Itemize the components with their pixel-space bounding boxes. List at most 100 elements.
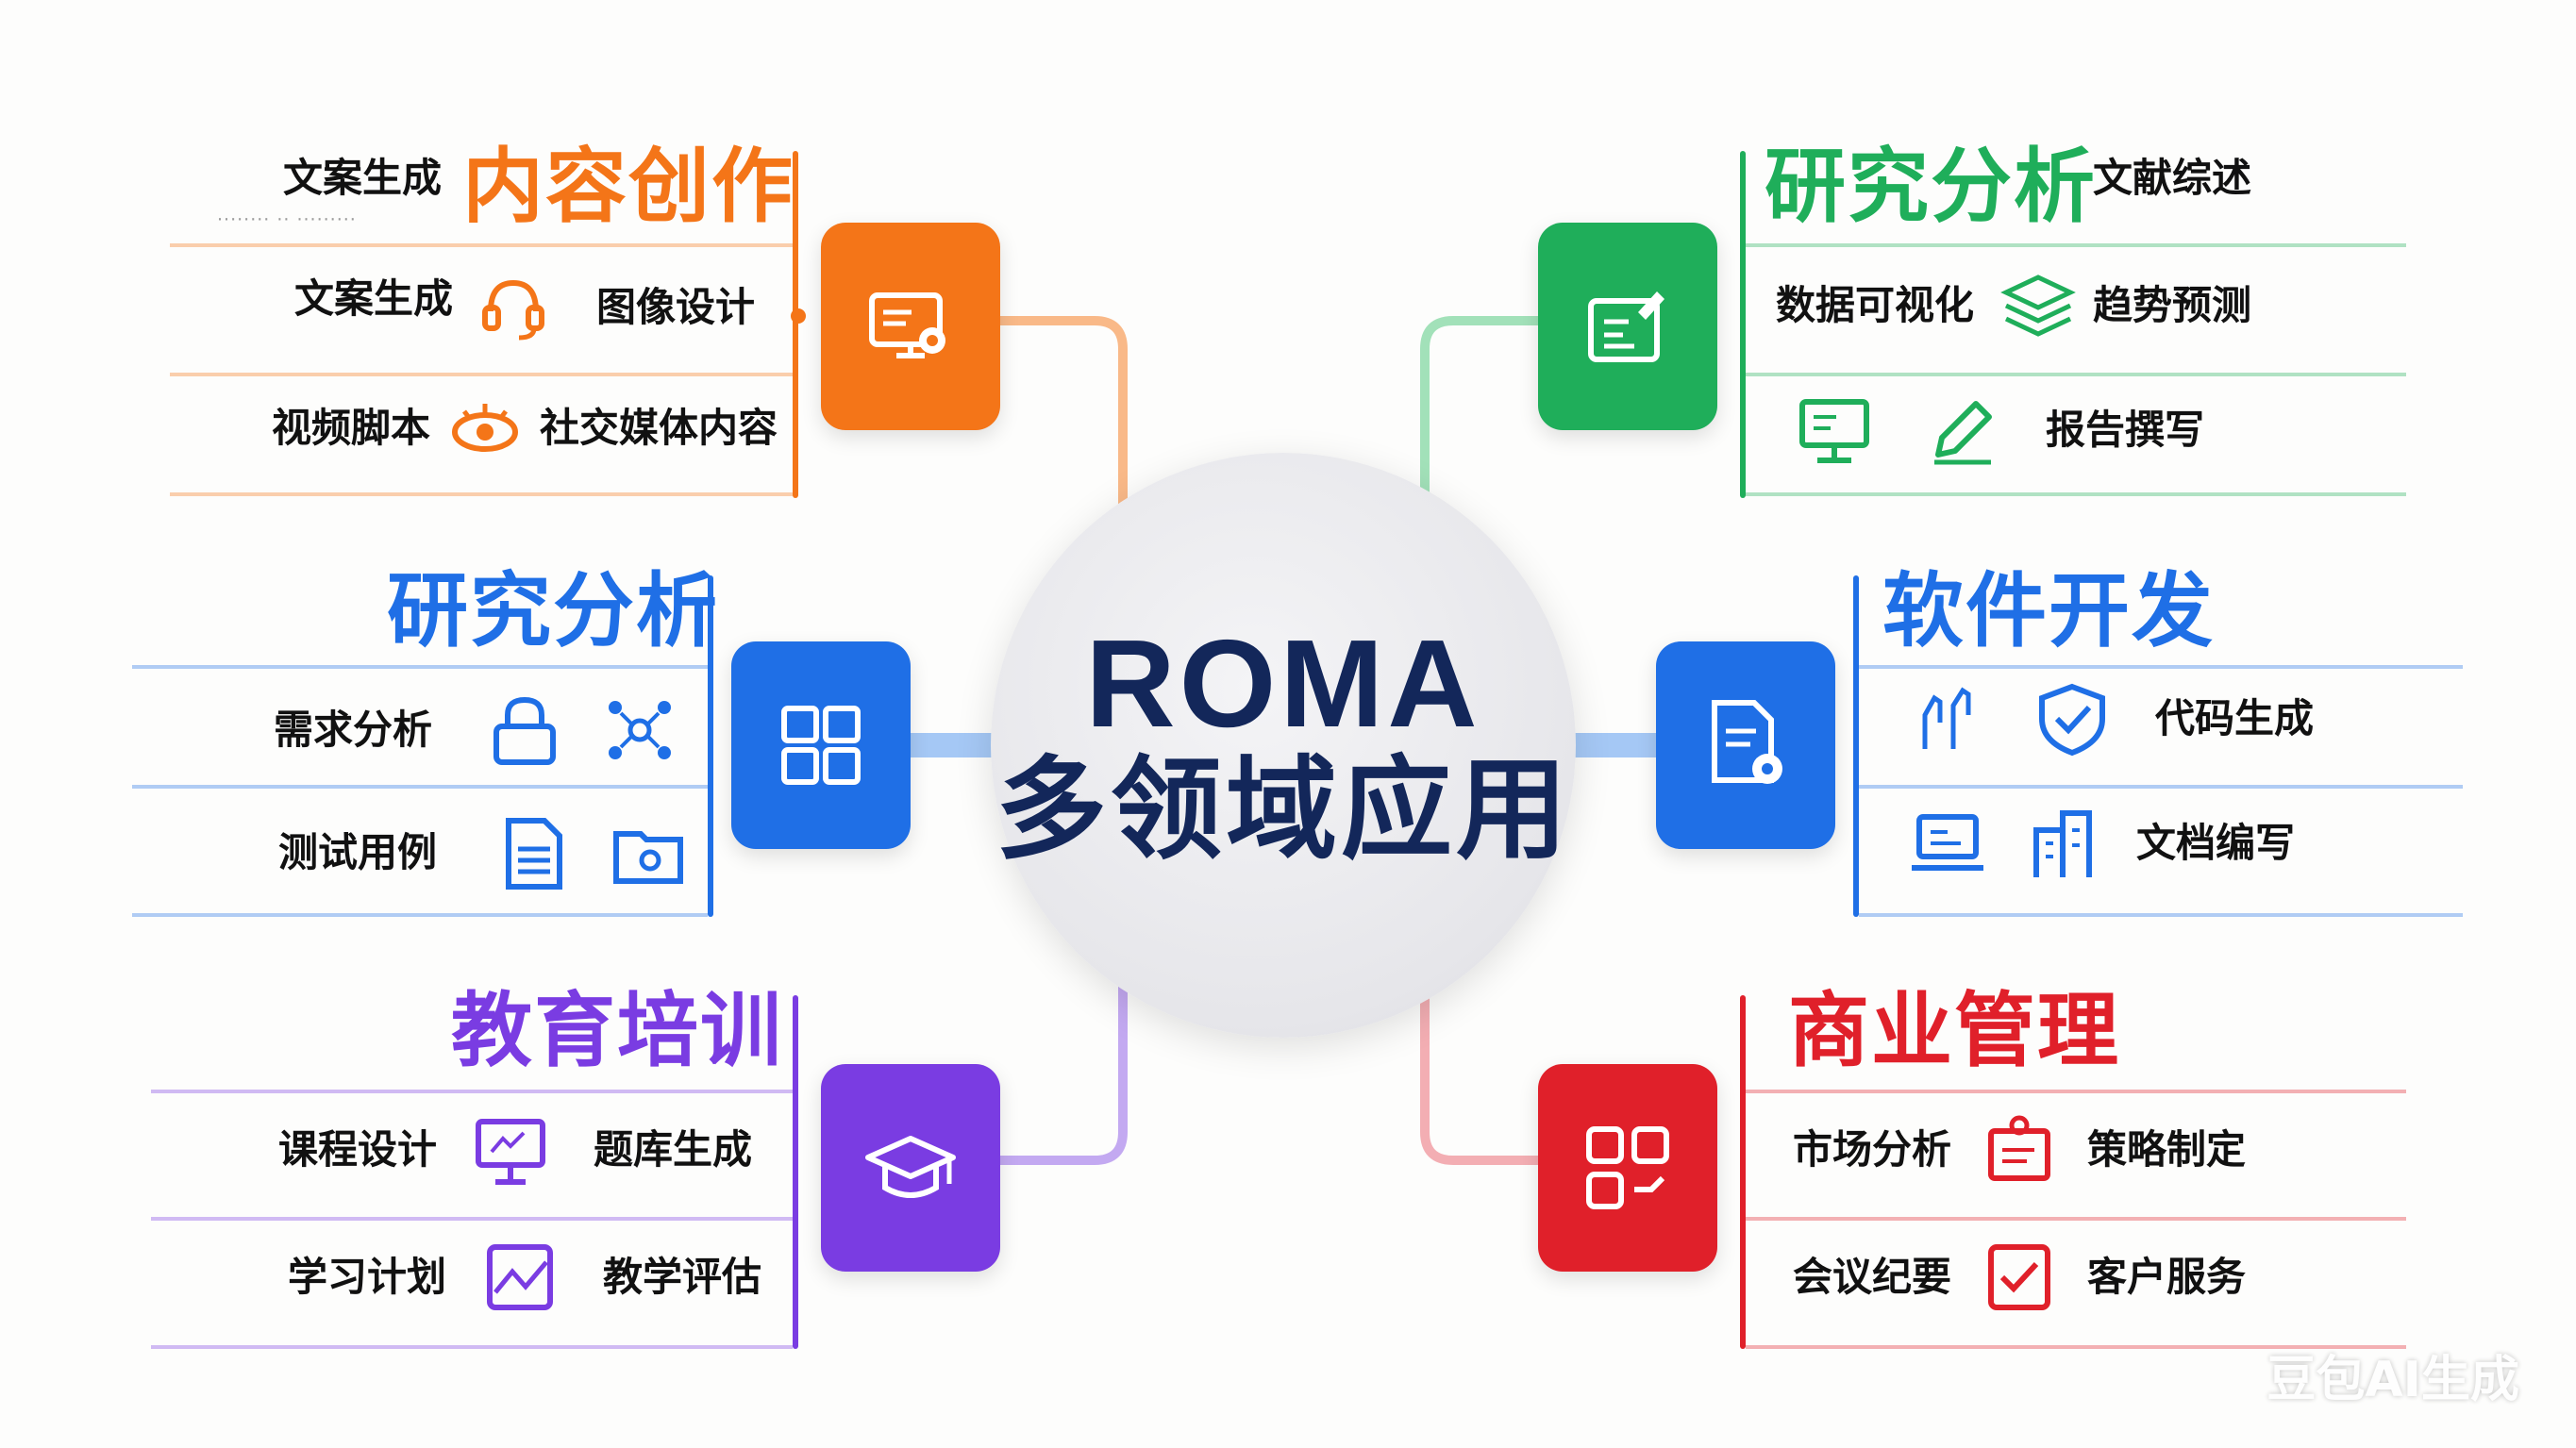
checklist-icon [1988,1244,2051,1310]
item-literature-review[interactable]: 文献综述 [2093,158,2251,198]
hub-software-development: 软件开发 代码生成 文档编写 [0,0,2463,917]
shield-check-icon [2039,683,2105,757]
hub-title: 教育培训 [451,984,783,1078]
bracket-line [1740,151,1746,498]
item-label: 数据可视化 [1776,282,1975,328]
item-label: 客户服务 [2087,1254,2247,1300]
item-meeting-minutes[interactable]: 会议纪要 客户服务 [1793,1236,2246,1319]
item-report-writing[interactable]: 报告撰写 [1793,389,2204,472]
monitor-icon [1799,399,1869,463]
row-divider [132,785,708,789]
hub-education-training: 教育培训 课程设计 题库生成 学习计划 教学评估 [0,0,1047,1349]
row-divider [1859,785,2463,789]
item-label: 会议纪要 [1793,1254,1952,1300]
layers-icon [2000,275,2076,337]
item-label: 图像设计 [596,284,756,330]
item-documentation[interactable]: 文档编写 [1906,802,2295,885]
education-training-tile[interactable] [821,1064,1000,1272]
row-divider [170,492,793,496]
bracket-line [793,151,798,498]
row-divider [1746,1090,2406,1093]
content-creation-tile[interactable] [821,223,1000,430]
item-copywriting-2[interactable]: 文案生成 [294,279,453,319]
hub-content-creation: 内容创作 文案生成 文案生成 图像设计 视频脚本 社交媒体内容 ········… [0,0,1047,498]
headset-icon [482,279,544,341]
research-analysis-left-tile[interactable] [731,641,911,849]
item-test-cases[interactable]: 测试用例 [278,811,690,894]
eye-icon [452,404,519,452]
hub-research-analysis-right: 研究分析 文献综述 数据可视化 趋势预测 报告撰写 [0,0,2406,498]
hub-title: 研究分析 [387,564,719,658]
row-divider [1746,1217,2406,1221]
monitor-settings-icon [869,292,945,358]
chart-card-icon [487,1244,554,1310]
document-gear-icon [1712,700,1782,784]
item-requirements-analysis[interactable]: 需求分析 [274,689,681,772]
hands-icon [1922,687,1971,749]
caption-text: ········ ·· ········· [217,209,357,230]
network-icon [609,701,672,759]
pencil-icon [1934,401,1992,465]
item-label: 需求分析 [274,707,433,753]
building-icon [2033,810,2092,877]
graduation-cap-icon [865,1136,956,1198]
item-label: 社交媒体内容 [540,405,778,451]
item-video-script[interactable]: 视频脚本 社交媒体内容 [272,387,778,470]
item-study-plan[interactable]: 学习计划 教学评估 [288,1236,761,1319]
document-icon [506,818,563,890]
hub-research-analysis-left: 研究分析 需求分析 测试用例 [0,0,1047,917]
center-title: ROMA [1085,613,1481,753]
item-copywriting[interactable]: 文案生成 [283,158,442,198]
report-person-icon [1988,1115,2051,1181]
item-label: 文档编写 [2136,820,2296,866]
bracket-line [793,995,798,1349]
edit-document-icon [1588,291,1664,362]
row-divider [151,1345,793,1349]
item-label: 学习计划 [288,1254,447,1300]
item-label: 趋势预测 [2093,282,2252,328]
hub-title: 研究分析 [1765,140,2097,234]
item-label: 教学评估 [603,1254,762,1300]
item-label: 视频脚本 [272,405,431,451]
row-divider [1859,665,2463,669]
hub-business-management: 商业管理 市场分析 策略制定 会议纪要 客户服务 [0,0,2406,1349]
watermark: 豆包AI生成 [2267,1352,2519,1408]
item-label: 报告撰写 [2046,407,2205,453]
software-development-tile[interactable] [1656,641,1835,849]
item-image-design[interactable]: 图像设计 [472,266,755,349]
research-analysis-right-tile[interactable] [1538,223,1717,430]
item-label: 测试用例 [278,829,438,875]
item-code-generation[interactable]: 代码生成 [1906,677,2314,760]
row-divider [1746,243,2406,247]
folder-icon [613,831,684,884]
connector-dot [791,308,806,324]
business-management-tile[interactable] [1538,1064,1717,1272]
item-label: 市场分析 [1793,1126,1952,1173]
row-divider [151,1217,793,1221]
row-divider [1746,373,2406,376]
item-label: 课程设计 [278,1126,438,1173]
item-data-visualization[interactable]: 数据可视化 趋势预测 [1776,264,2251,347]
item-label: 策略制定 [2087,1126,2247,1173]
item-label: 文案生成 [283,155,443,201]
lock-icon [493,696,557,765]
workflow-icon [1586,1126,1669,1209]
item-label: 文献综述 [2093,155,2252,201]
item-course-design[interactable]: 课程设计 题库生成 [278,1108,752,1191]
row-divider [1859,913,2463,917]
row-divider [151,1090,793,1093]
grid-icon [781,706,861,785]
row-divider [1746,492,2406,496]
laptop-icon [1912,814,1983,871]
row-divider [170,373,793,376]
row-divider [132,913,708,917]
row-divider [132,665,708,669]
row-divider [170,243,793,247]
item-market-analysis[interactable]: 市场分析 策略制定 [1793,1108,2246,1191]
center-hub[interactable]: ROMA 多领域应用 [991,453,1576,1038]
hub-title: 内容创作 [462,140,795,234]
item-label: 代码生成 [2155,695,2315,741]
hub-title: 软件开发 [1882,564,2215,658]
item-label: 题库生成 [594,1126,753,1173]
